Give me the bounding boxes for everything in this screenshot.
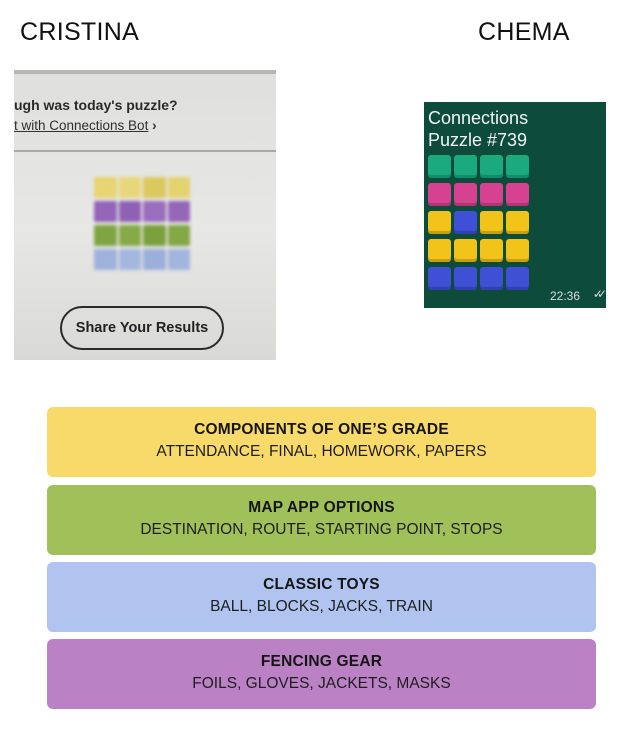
message-timestamp: 22:36	[549, 289, 580, 303]
connections-bot-link[interactable]: t with Connections Bot ›	[14, 118, 157, 133]
emoji-row	[428, 183, 529, 206]
group-title: COMPONENTS OF ONE’S GRADE	[194, 421, 449, 438]
connections-bot-link-text[interactable]: t with Connections Bot	[14, 118, 149, 133]
blurred-grid-tile	[167, 201, 190, 222]
blurred-grid-tile	[118, 249, 141, 270]
blurred-grid-row	[94, 177, 190, 198]
solution-group-yellow: COMPONENTS OF ONE’S GRADE ATTENDANCE, FI…	[47, 407, 596, 477]
blurred-grid-tile	[167, 177, 190, 198]
blurred-grid-tile	[94, 201, 117, 222]
blurred-grid-row	[94, 249, 190, 270]
results-screen-photo: ugh was today's puzzle? t with Connectio…	[14, 70, 276, 360]
divider	[14, 150, 276, 152]
blurred-grid-tile	[143, 201, 166, 222]
blurred-grid-tile	[94, 249, 117, 270]
blurred-grid-tile	[143, 225, 166, 246]
emoji-results-grid	[428, 155, 529, 295]
chevron-right-icon: ›	[152, 118, 157, 133]
colored-square-icon	[506, 267, 529, 290]
group-words: FOILS, GLOVES, JACKETS, MASKS	[192, 675, 451, 692]
photo-top-edge	[14, 70, 276, 74]
emoji-row	[428, 211, 529, 234]
blurred-grid-tile	[94, 225, 117, 246]
blurred-grid-tile	[118, 225, 141, 246]
colored-square-icon	[428, 183, 451, 206]
group-words: BALL, BLOCKS, JACKS, TRAIN	[210, 598, 433, 615]
blurred-grid-tile	[143, 177, 166, 198]
player-name-right: CHEMA	[478, 18, 570, 46]
blurred-grid-tile	[94, 177, 117, 198]
colored-square-icon	[428, 239, 451, 262]
colored-square-icon	[428, 211, 451, 234]
colored-square-icon	[480, 183, 503, 206]
colored-square-icon	[428, 155, 451, 178]
puzzle-difficulty-question: ugh was today's puzzle?	[14, 97, 178, 113]
colored-square-icon	[454, 183, 477, 206]
colored-square-icon	[454, 239, 477, 262]
colored-square-icon	[480, 239, 503, 262]
colored-square-icon	[480, 155, 503, 178]
player-name-left: CRISTINA	[20, 18, 140, 46]
solution-group-green: MAP APP OPTIONS DESTINATION, ROUTE, STAR…	[47, 485, 596, 555]
group-words: DESTINATION, ROUTE, STARTING POINT, STOP…	[140, 521, 503, 538]
double-check-icon: ✓✓	[592, 287, 607, 301]
colored-square-icon	[454, 211, 477, 234]
colored-square-icon	[480, 211, 503, 234]
colored-square-icon	[428, 267, 451, 290]
chat-title-line1: Connections	[428, 108, 529, 128]
emoji-row	[428, 267, 529, 290]
group-words: ATTENDANCE, FINAL, HOMEWORK, PAPERS	[156, 443, 487, 460]
colored-square-icon	[480, 267, 503, 290]
group-title: FENCING GEAR	[260, 653, 383, 670]
colored-square-icon	[454, 155, 477, 178]
emoji-row	[428, 239, 529, 262]
emoji-row	[428, 155, 529, 178]
share-results-button[interactable]: Share Your Results	[60, 306, 224, 350]
blurred-grid-tile	[143, 249, 166, 270]
blurred-grid-tile	[167, 225, 190, 246]
blurred-grid-row	[94, 225, 190, 246]
colored-square-icon	[506, 239, 529, 262]
blurred-grid-tile	[118, 177, 141, 198]
chat-title-line2: Puzzle #739	[428, 130, 528, 150]
colored-square-icon	[454, 267, 477, 290]
group-title: MAP APP OPTIONS	[248, 499, 395, 516]
chat-message-bubble: Connections Puzzle #739 22:36 ✓✓	[424, 102, 607, 308]
solution-group-blue: CLASSIC TOYS BALL, BLOCKS, JACKS, TRAIN	[47, 562, 596, 632]
colored-square-icon	[506, 183, 529, 206]
blurred-grid-tile	[167, 249, 190, 270]
group-title: CLASSIC TOYS	[263, 576, 380, 593]
solution-group-purple: FENCING GEAR FOILS, GLOVES, JACKETS, MAS…	[47, 639, 596, 709]
results-grid-blurred	[94, 177, 190, 273]
colored-square-icon	[506, 155, 529, 178]
blurred-grid-row	[94, 201, 190, 222]
colored-square-icon	[506, 211, 529, 234]
blurred-grid-tile	[118, 201, 141, 222]
